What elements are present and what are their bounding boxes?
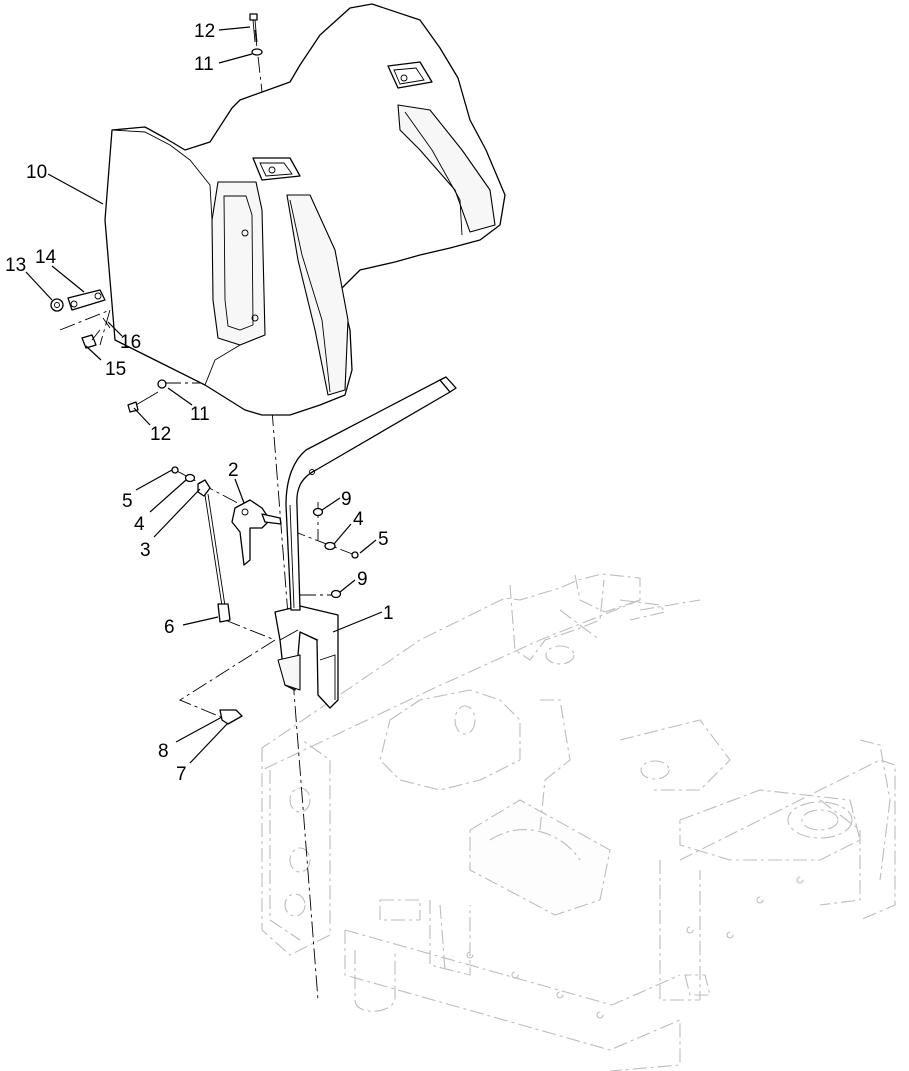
callout-1: 1 (383, 603, 394, 624)
callout-5-left: 5 (122, 491, 133, 512)
callout-5-right: 5 (378, 529, 389, 550)
callout-7: 7 (176, 764, 187, 785)
frame-assembly-phantom (261, 573, 896, 1071)
callout-8: 8 (158, 741, 169, 762)
shift-lever-rod (285, 376, 457, 611)
callout-10: 10 (26, 162, 47, 183)
callout-4-right: 4 (353, 509, 364, 530)
callout-13: 13 (5, 255, 26, 276)
callout-15: 15 (105, 359, 126, 380)
callout-9-upper: 9 (341, 489, 352, 510)
leader-lines (25, 26, 383, 764)
callout-labels: 12 11 10 13 14 16 15 11 12 2 5 4 3 9 4 5… (5, 21, 394, 785)
callout-6: 6 (164, 617, 175, 638)
callout-14: 14 (35, 247, 57, 268)
callout-16: 16 (120, 332, 141, 353)
control-rod (197, 479, 231, 623)
callout-3: 3 (140, 540, 151, 561)
callout-2: 2 (228, 460, 239, 481)
callout-11-bottom: 11 (190, 404, 210, 425)
callout-12-top: 12 (194, 21, 215, 42)
mount-bracket (274, 605, 339, 709)
console-cover (104, 3, 506, 416)
callout-11-top: 11 (194, 54, 214, 75)
callout-4-left: 4 (134, 514, 145, 535)
linkage-plate (231, 499, 282, 566)
callout-12-bottom: 12 (150, 424, 171, 445)
callout-9-lower: 9 (357, 569, 368, 590)
